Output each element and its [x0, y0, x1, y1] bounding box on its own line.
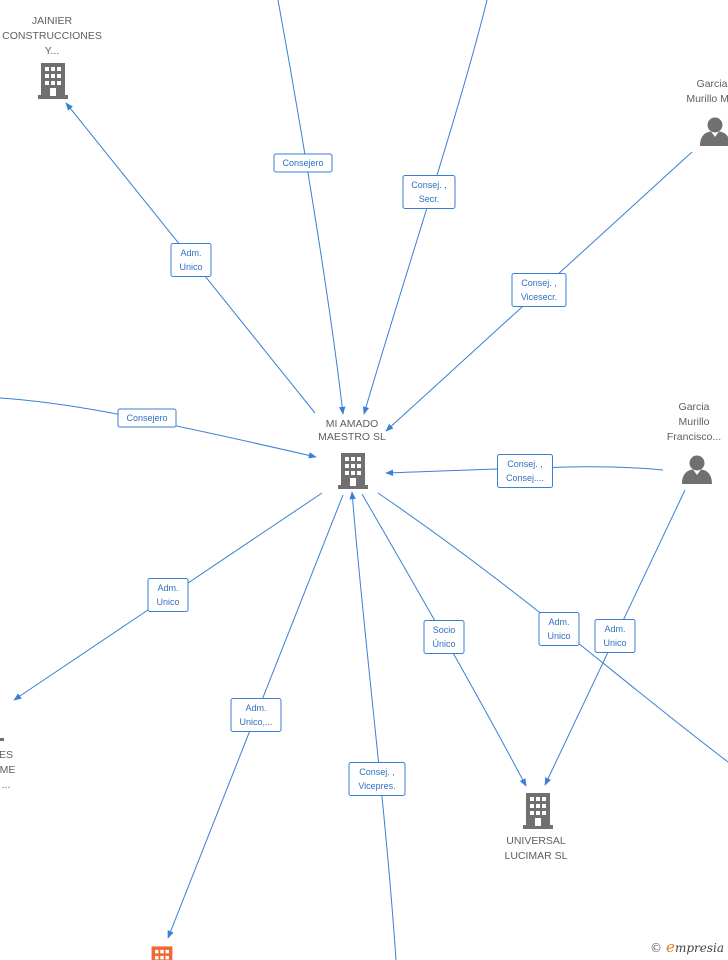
edge-label-text: Unico [156, 597, 179, 607]
edge-label[interactable]: Consej. , Consej.... [497, 454, 553, 488]
edge-label-text: Adm. [157, 583, 178, 593]
edge-top-consejero[interactable] [277, 0, 346, 415]
edge-label-text: Adm. [548, 617, 569, 627]
node-label-line: ES [0, 749, 13, 761]
node-label-line: LUCIMAR SL [504, 850, 567, 862]
edge-label-text: Consej. , [507, 459, 543, 469]
brand-name: mpresia [674, 941, 724, 955]
edge-label-text: Consej. , [521, 278, 557, 288]
edge-label-text: Consej. , [411, 180, 447, 190]
edge-label[interactable]: Adm. Unico [170, 243, 212, 277]
node-label-line: MAESTRO SL [318, 431, 386, 443]
empresia-brand: ©empresia [650, 938, 724, 956]
edge-label-text: Socio [433, 625, 456, 635]
company-icon [38, 63, 68, 99]
edge-label-text: Unico,... [239, 717, 272, 727]
node-label-line: Murillo [679, 416, 710, 428]
company-icon [338, 453, 368, 489]
company-icon [149, 946, 175, 960]
node-label-line: Francisco... [667, 431, 721, 443]
node-label-line: Y... [45, 45, 59, 57]
edge-label-text: Adm. [245, 703, 266, 713]
node-label-line: JAINIER [32, 15, 73, 27]
edge-label[interactable]: Consejero [117, 408, 177, 428]
edge-label-text: Vicesecr. [521, 292, 557, 302]
edge-label[interactable]: Consej. , Vicesecr. [511, 273, 567, 307]
node-label-line: Garcia [697, 78, 728, 90]
node-label-line: CONSTRUCCIONES [2, 30, 102, 42]
node-left-partial[interactable]: ES IME... [0, 738, 15, 791]
node-jainier-construcciones[interactable]: JAINIER CONSTRUCCIONES Y... [2, 15, 102, 99]
edge-bottom-vicepres[interactable] [349, 491, 397, 960]
edge-label-text: Unico [603, 638, 626, 648]
edge-label-text: Unico [547, 631, 570, 641]
edge-label[interactable]: Adm. Unico [538, 612, 580, 646]
edge-label[interactable]: Adm. Unico,... [230, 698, 282, 732]
person-icon [700, 117, 728, 146]
brand-logo-initial: e [666, 938, 675, 956]
edge-left-consejero[interactable] [0, 397, 317, 459]
company-icon [523, 793, 553, 829]
edge-label-text: Vicepres. [358, 781, 395, 791]
edge-label[interactable]: Adm. Unico [594, 619, 636, 653]
node-label-line: ... [2, 779, 11, 791]
edge-label-text: Consejero [126, 413, 167, 423]
edge-label[interactable]: Consej. , Secr. [402, 175, 456, 209]
node-garcia-murillo-francisco[interactable]: GarciaMurilloFrancisco... [667, 401, 721, 484]
node-label-line: UNIVERSAL [506, 835, 566, 847]
edge-garcia-mid[interactable] [385, 466, 664, 476]
person-icon [682, 455, 712, 484]
edge-label-text: Unico [179, 262, 202, 272]
edge-label[interactable]: Consejero [273, 153, 333, 173]
edge-label-text: Adm. [604, 624, 625, 634]
copyright-symbol: © [650, 941, 663, 955]
edge-label-text: Único [432, 639, 455, 649]
company-icon-fragment [0, 738, 4, 741]
edge-label-text: Consej. , [359, 767, 395, 777]
node-label-line: Murillo M... [686, 93, 728, 105]
node-label-line: Garcia [679, 401, 710, 413]
node-label-line: IME [0, 764, 15, 776]
edge-label-text: Consej.... [506, 473, 544, 483]
edge-label-text: Consejero [282, 158, 323, 168]
edge-label-text: Secr. [419, 194, 440, 204]
node-label-line: MI AMADO [326, 418, 379, 430]
edge-label[interactable]: Consej. , Vicepres. [348, 762, 406, 796]
edge-label[interactable]: Adm. Unico [147, 578, 189, 612]
node-universal-lucimar[interactable]: UNIVERSAL LUCIMAR SL [504, 793, 568, 862]
node-bottom-highlight[interactable] [149, 946, 175, 960]
edge-label-text: Adm. [180, 248, 201, 258]
